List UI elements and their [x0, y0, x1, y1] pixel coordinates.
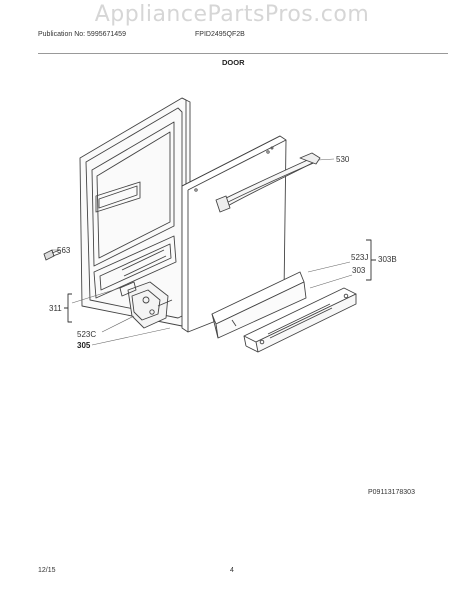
- page-number: 4: [230, 567, 234, 574]
- callout-303b: 303B: [378, 255, 397, 264]
- leader-lines: [52, 158, 353, 346]
- callout-311: 311: [49, 304, 62, 313]
- callout-530: 530: [336, 155, 350, 164]
- callout-305: 305: [77, 341, 91, 350]
- hinge-bracket: [119, 281, 173, 329]
- callout-bracket-303b: [366, 239, 376, 281]
- model-number: FPID2495QF2B: [195, 31, 245, 38]
- publication-number: Publication No: 5995671459: [38, 31, 126, 38]
- callout-303: 303: [352, 266, 366, 275]
- watermark: AppliancePartsPros.com: [94, 2, 370, 27]
- callout-523c: 523C: [77, 330, 96, 339]
- callout-563: 563: [57, 246, 71, 255]
- callout-bracket-311: [64, 293, 72, 323]
- toe-kick-bracket: [243, 287, 357, 353]
- footer-date: 12/15: [38, 567, 56, 574]
- toe-kick-panel: [211, 271, 307, 339]
- reference-code: P09113178303: [368, 489, 415, 496]
- door-handle: [215, 152, 321, 213]
- section-title: DOOR: [222, 58, 245, 67]
- header-rule: [38, 53, 448, 54]
- callout-523j: 523J: [351, 253, 368, 262]
- screw: [43, 249, 62, 261]
